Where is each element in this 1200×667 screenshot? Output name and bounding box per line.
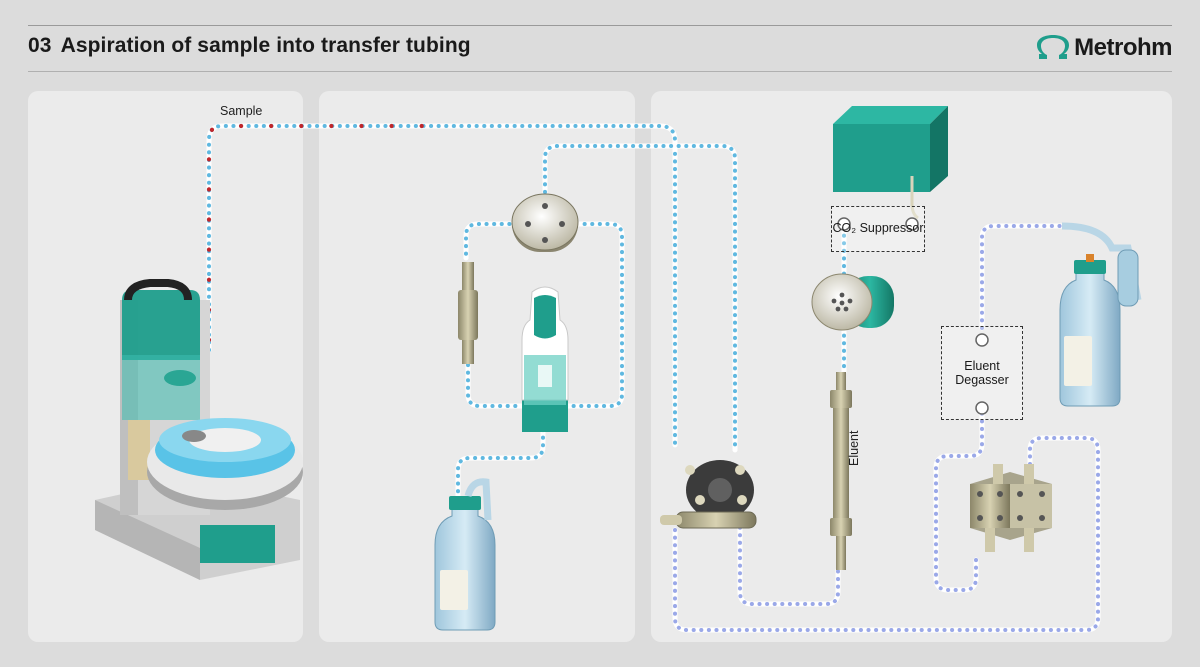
metrohm-logo: Metrohm bbox=[1036, 33, 1172, 63]
degasser-fitting-icon bbox=[837, 217, 989, 415]
eluent-tubing bbox=[672, 223, 1101, 633]
eluent-label: Eluent bbox=[847, 430, 861, 466]
separation-column-icon[interactable] bbox=[830, 372, 852, 570]
vessel-icon[interactable] bbox=[521, 286, 569, 432]
header-bottom-rule bbox=[28, 71, 1172, 72]
eluent-degasser-label-2: Degasser bbox=[955, 373, 1009, 387]
sample-transfer-tubing bbox=[206, 123, 678, 448]
filter-loop-tubing bbox=[463, 221, 625, 409]
header-top-rule bbox=[28, 25, 1172, 26]
inline-filter-icon[interactable] bbox=[458, 262, 478, 364]
suppressor-icon[interactable] bbox=[811, 273, 894, 331]
page-title: 03 Aspiration of sample into transfer tub… bbox=[28, 34, 471, 58]
metrohm-omega-icon bbox=[1037, 35, 1070, 59]
bottle-feed-tubing bbox=[455, 427, 546, 501]
degasser-icon[interactable] bbox=[970, 464, 1052, 552]
sample-label: Sample bbox=[220, 104, 263, 118]
eluent-degasser-box: Eluent Degasser bbox=[941, 326, 1023, 420]
detector-icon[interactable] bbox=[833, 106, 948, 220]
title-text: Aspiration of sample into transfer tubin… bbox=[60, 34, 471, 57]
eluent-bottle-icon[interactable] bbox=[1059, 222, 1142, 407]
high-pressure-pump-icon[interactable] bbox=[660, 460, 757, 529]
co2-suppressor-box: CO₂ Suppressor bbox=[831, 206, 925, 252]
autosampler-icon[interactable] bbox=[95, 279, 303, 580]
eluent-degasser-label-1: Eluent bbox=[964, 359, 1000, 373]
co2-suppressor-label: CO₂ Suppressor bbox=[832, 221, 924, 235]
injection-valve-icon[interactable] bbox=[511, 193, 579, 252]
valve-loop-tubing bbox=[542, 143, 738, 453]
logo-text: Metrohm bbox=[1074, 34, 1172, 61]
step-number: 03 bbox=[28, 34, 52, 57]
sample-bottle-icon[interactable] bbox=[434, 478, 496, 631]
